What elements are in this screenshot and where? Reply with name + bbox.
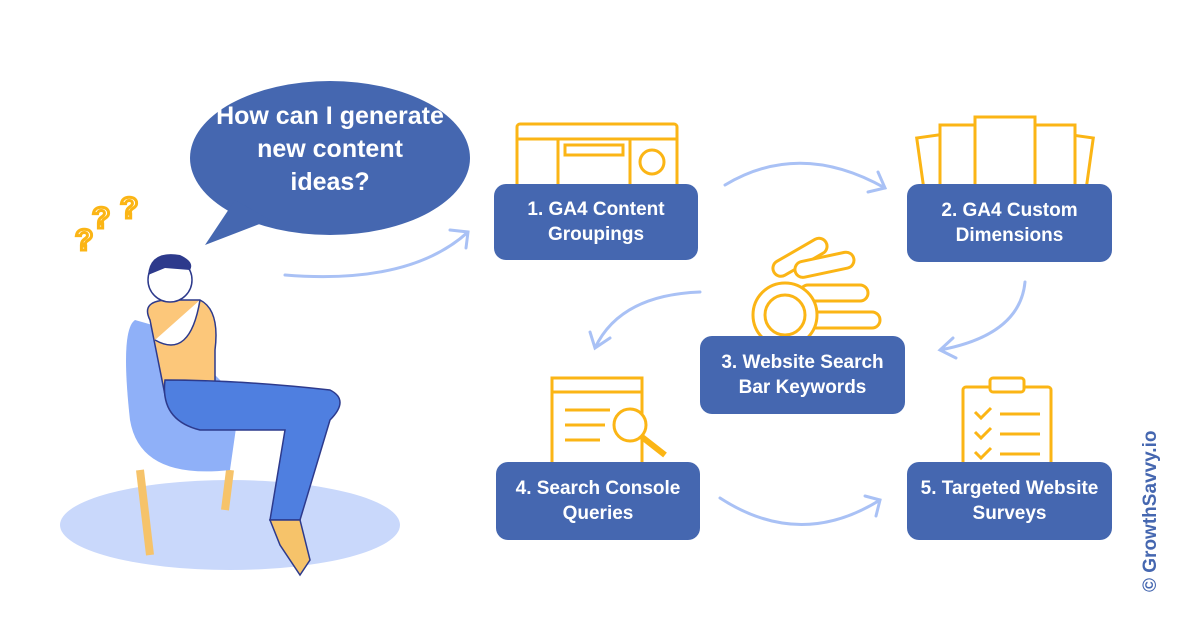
search-keywords-icon <box>751 236 882 349</box>
arrow-2-to-3 <box>937 280 1027 360</box>
arrow-3-to-4 <box>588 290 702 351</box>
svg-text:?: ? <box>120 192 138 225</box>
arrow-1-to-2 <box>723 161 888 194</box>
watermark: © GrowthSavvy.io <box>1140 430 1161 592</box>
documents-icon <box>915 115 1095 195</box>
arrow-to-step-1 <box>283 228 470 279</box>
step-3-box: 3. Website Search Bar Keywords <box>700 336 905 414</box>
step-2-box: 2. GA4 Custom Dimensions <box>907 184 1112 262</box>
speech-bubble-text: How can I generate new content ideas? <box>216 102 444 196</box>
question-marks-icon: ? ? ? <box>74 191 140 259</box>
speech-bubble <box>190 81 470 245</box>
thinking-person-illustration <box>126 254 341 577</box>
svg-text:?: ? <box>75 224 93 257</box>
step-1-box: 1. GA4 Content Groupings <box>494 184 698 260</box>
arrow-4-to-5 <box>718 494 882 526</box>
step-4-box: 4. Search Console Queries <box>496 462 700 540</box>
svg-text:?: ? <box>92 202 110 235</box>
clipboard-checklist-icon <box>961 376 1053 474</box>
step-5-box: 5. Targeted Website Surveys <box>907 462 1112 540</box>
browser-search-icon <box>550 376 667 470</box>
